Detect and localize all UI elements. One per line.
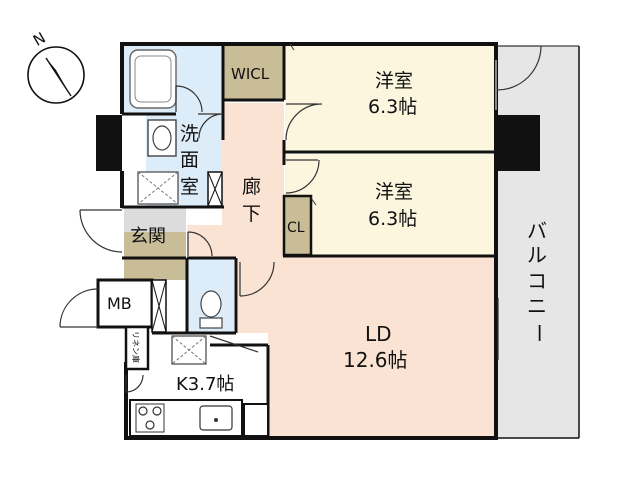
label-washroom-3: 室	[180, 176, 199, 198]
label-washroom-1: 洗	[180, 123, 199, 145]
wash-strip-x2	[207, 171, 223, 207]
stove-icon	[135, 403, 165, 433]
outer-wall-top	[120, 42, 498, 438]
door-bathroom	[175, 85, 203, 113]
wicl-door-marker	[289, 43, 295, 51]
label-balcony-3: コ	[527, 269, 547, 293]
label-room2-name: 洋室	[375, 181, 413, 203]
label-room2-size: 6.3帖	[368, 208, 417, 230]
label-washroom-2: 面	[180, 149, 199, 171]
stove-burner-icon-2	[152, 406, 162, 416]
label-ld-size: 12.6帖	[343, 348, 408, 372]
door-washroom	[198, 113, 224, 139]
closet-frame	[282, 194, 313, 257]
label-entrance: 玄関	[130, 226, 166, 247]
door-entrance	[79, 209, 123, 253]
door-ld	[239, 261, 275, 297]
washbasin-bowl	[152, 125, 172, 151]
door-linen	[125, 374, 144, 393]
linen-box	[124, 325, 150, 371]
fridge-x2	[171, 335, 207, 365]
bathtub-icon	[129, 49, 177, 109]
pillar-right	[496, 115, 540, 171]
mb-box	[96, 278, 154, 329]
stove-burner-icon-3	[145, 420, 155, 430]
closet-door-marker	[310, 197, 317, 206]
label-wicl: WICL	[231, 65, 270, 83]
toilet-icon	[200, 290, 222, 318]
compass: N	[27, 29, 85, 104]
kitchen-column	[243, 403, 269, 437]
stove-burner-icon	[138, 406, 148, 416]
entrance-shoe-fill	[124, 232, 186, 280]
label-balcony-2: ル	[527, 243, 547, 267]
washer-pan-x2	[137, 171, 179, 205]
label-room1-size: 6.3帖	[368, 96, 417, 118]
label-balcony-1: バ	[527, 219, 547, 243]
label-corridor-1: 廊	[242, 176, 261, 198]
label-closet: CL	[287, 220, 305, 236]
entrance-floor-fill	[187, 225, 238, 257]
label-room1-name: 洋室	[375, 70, 413, 92]
toilet-tank	[199, 317, 223, 329]
western-room-1-fill	[285, 44, 496, 151]
door-room2	[285, 159, 320, 194]
door-room1	[285, 103, 323, 141]
label-kitchen: K3.7帖	[176, 374, 234, 395]
door-corridor	[187, 231, 213, 257]
pillar-left	[96, 115, 122, 171]
wicl-fill	[224, 44, 283, 99]
sink-drain	[214, 418, 218, 422]
closet-fill	[284, 196, 311, 255]
label-linen: リネン庫	[131, 331, 141, 363]
label-corridor-2: 下	[242, 203, 261, 225]
compass-needle	[45, 57, 72, 97]
genkan-strip	[124, 208, 186, 232]
door-balcony-1	[496, 45, 542, 91]
utility-strip-x2	[151, 279, 167, 333]
label-balcony-5: ー	[527, 323, 551, 343]
western-room-2-fill	[285, 154, 496, 255]
label-balcony-4: ニ	[527, 294, 547, 318]
label-mb: MB	[107, 294, 132, 313]
compass-circle	[27, 46, 85, 104]
bathtub-inner	[134, 55, 172, 103]
ld-fill	[238, 257, 496, 436]
door-toilet	[209, 335, 259, 353]
compass-north-label: N	[30, 29, 49, 50]
balcony-area	[497, 46, 579, 438]
label-ld-name: LD	[365, 322, 392, 346]
door-mb	[59, 288, 99, 328]
